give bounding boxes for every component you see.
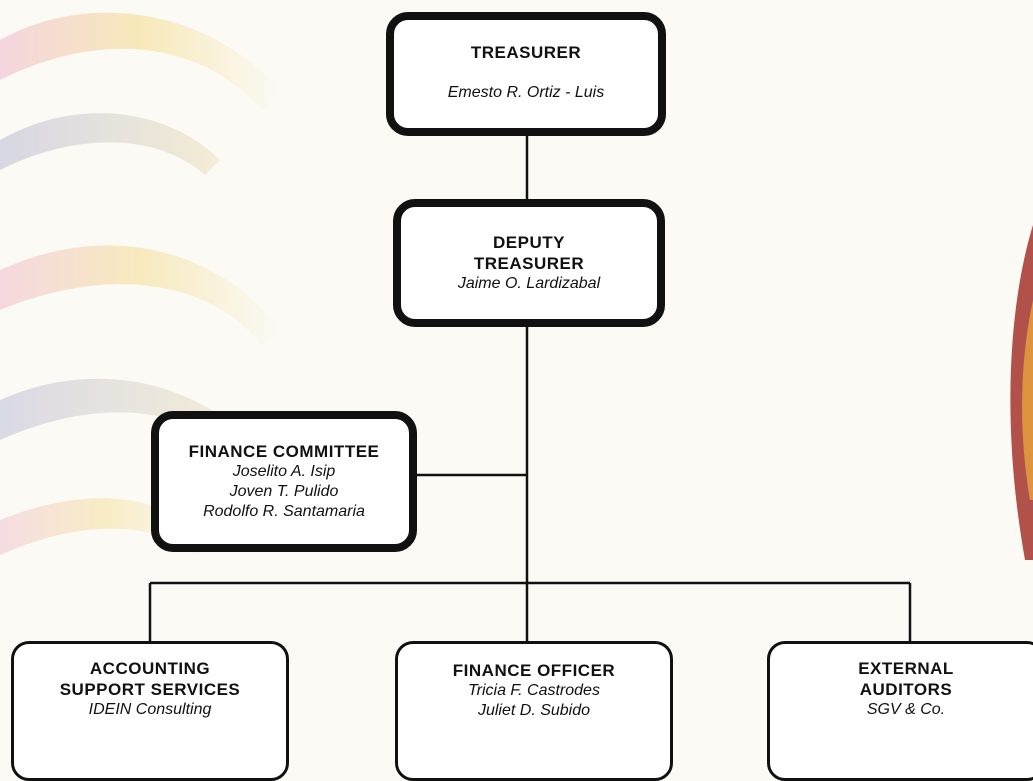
committee-member-2: Joven T. Pulido <box>229 483 339 500</box>
accounting-support-box: ACCOUNTING SUPPORT SERVICES IDEIN Consul… <box>11 641 289 781</box>
treasurer-title: TREASURER <box>470 43 582 62</box>
auditors-title-line-2: AUDITORS <box>859 680 953 699</box>
accounting-name: IDEIN Consulting <box>88 701 212 718</box>
committee-member-3: Rodolfo R. Santamaria <box>203 503 365 520</box>
accounting-title-line-1: ACCOUNTING <box>89 659 211 678</box>
treasurer-name: Emesto R. Ortiz - Luis <box>447 84 605 101</box>
finance-committee-box: FINANCE COMMITTEE Joselito A. Isip Joven… <box>151 411 417 552</box>
finance-officer-title: FINANCE OFFICER <box>452 661 616 680</box>
external-auditors-box: EXTERNAL AUDITORS SGV & Co. <box>767 641 1033 781</box>
treasurer-box: TREASURER Emesto R. Ortiz - Luis <box>386 12 666 136</box>
auditors-title-line-1: EXTERNAL <box>858 659 954 678</box>
committee-title: FINANCE COMMITTEE <box>188 442 380 461</box>
deputy-title-line-2: TREASURER <box>473 254 585 273</box>
finance-officer-box: FINANCE OFFICER Tricia F. Castrodes Juli… <box>395 641 673 781</box>
accounting-title-line-2: SUPPORT SERVICES <box>59 680 241 699</box>
deputy-treasurer-box: DEPUTY TREASURER Jaime O. Lardizabal <box>393 199 665 327</box>
deputy-title-line-1: DEPUTY <box>493 233 565 252</box>
finance-officer-name-2: Juliet D. Subido <box>477 702 591 719</box>
auditors-name: SGV & Co. <box>866 701 946 718</box>
deputy-name: Jaime O. Lardizabal <box>457 275 601 292</box>
committee-member-1: Joselito A. Isip <box>232 463 336 480</box>
finance-officer-name-1: Tricia F. Castrodes <box>468 682 600 699</box>
